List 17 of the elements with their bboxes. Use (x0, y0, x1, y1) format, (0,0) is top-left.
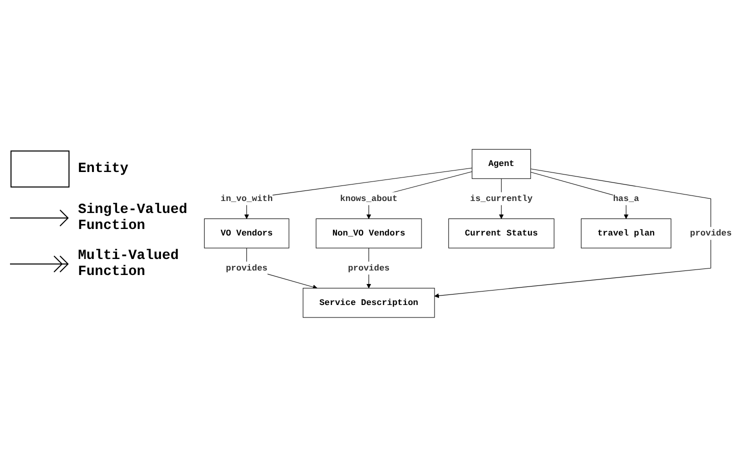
edge-label: provides (348, 262, 390, 273)
edge-label: knows_about (340, 193, 398, 204)
node-box: Service Description (302, 288, 435, 318)
edge-label: in_vo_with (220, 193, 273, 204)
legend-label: Single-Valued Function (78, 202, 188, 234)
node-box: Non_VO Vendors (316, 218, 422, 248)
edge-label: is_currently (470, 193, 533, 204)
edge-label: has_a (613, 193, 640, 204)
legend-label: Entity (78, 161, 128, 177)
edge-label: provides (690, 228, 732, 238)
node-box: Agent (472, 148, 531, 178)
node-box: Current Status (448, 218, 554, 248)
node-box: travel plan (580, 218, 672, 248)
arrow (434, 168, 712, 298)
legend-label: Multi-Valued Function (78, 248, 180, 280)
edge-label: provides (226, 262, 268, 273)
node-box: VO Vendors (204, 218, 290, 248)
